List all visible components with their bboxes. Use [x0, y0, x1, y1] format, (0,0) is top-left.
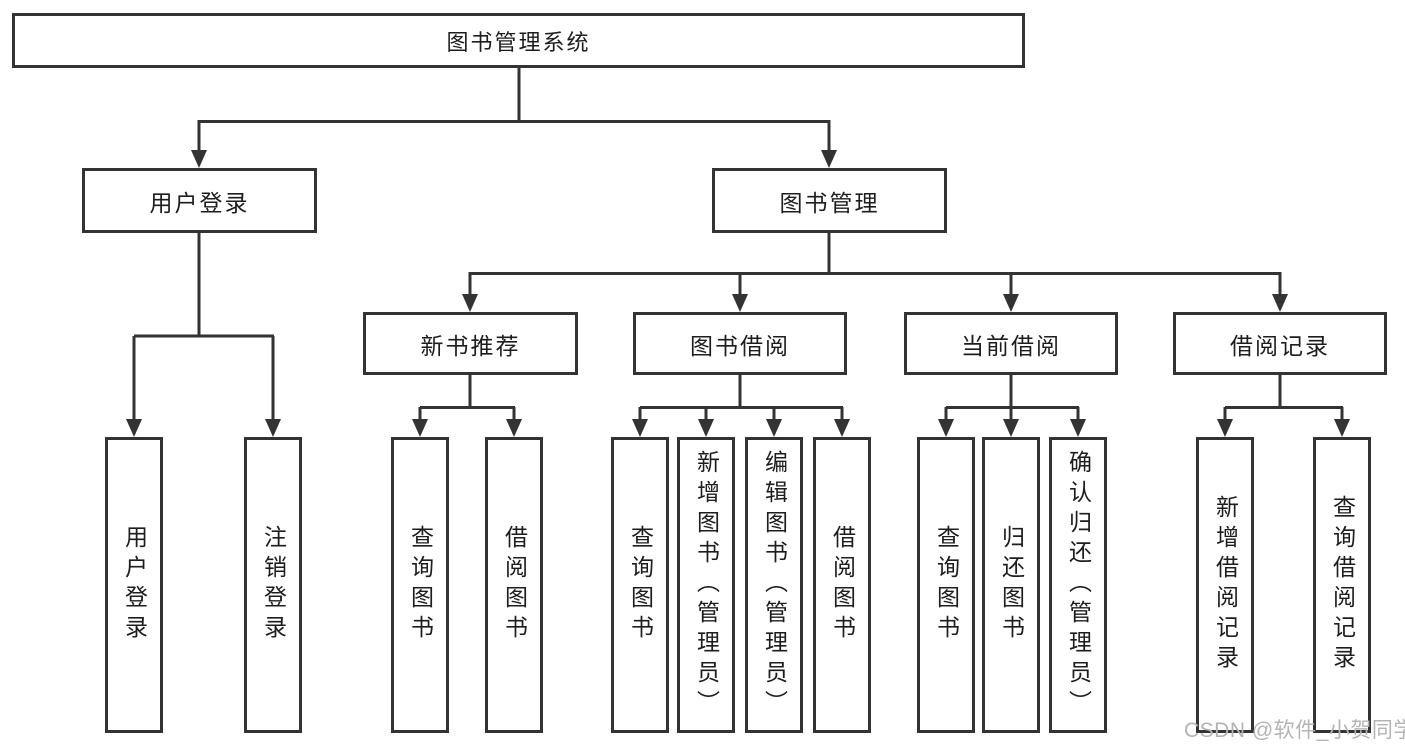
leaf-query-books-recommend: 查询图书 — [391, 437, 449, 733]
leaf-edit-books-admin-label: 编辑图书（管理员） — [761, 450, 788, 720]
leaf-add-borrow-record-label: 新增借阅记录 — [1212, 495, 1239, 675]
node-user-login: 用户登录 — [82, 168, 317, 233]
node-root-label: 图书管理系统 — [446, 29, 591, 55]
leaf-user-login-label: 用户登录 — [121, 525, 148, 645]
node-root: 图书管理系统 — [12, 13, 1025, 68]
leaf-query-books-recommend-label: 查询图书 — [407, 525, 434, 645]
leaf-borrow-books-recommend: 借阅图书 — [485, 437, 543, 733]
leaf-query-books-current: 查询图书 — [917, 437, 975, 733]
node-new-book-recommend-label: 新书推荐 — [420, 332, 521, 359]
node-book-management: 图书管理 — [712, 168, 947, 233]
leaf-return-books: 归还图书 — [982, 437, 1040, 733]
node-current-borrow: 当前借阅 — [904, 312, 1118, 375]
leaf-query-books-borrow: 查询图书 — [611, 437, 669, 733]
leaf-add-borrow-record: 新增借阅记录 — [1196, 437, 1254, 733]
leaf-confirm-return-admin: 确认归还（管理员） — [1049, 437, 1107, 733]
leaf-query-borrow-record: 查询借阅记录 — [1313, 437, 1371, 733]
node-current-borrow-label: 当前借阅 — [961, 332, 1061, 359]
leaf-borrow-books-label: 借阅图书 — [829, 525, 856, 645]
leaf-confirm-return-admin-label: 确认归还（管理员） — [1065, 450, 1092, 720]
leaf-borrow-books-recommend-label: 借阅图书 — [501, 525, 528, 645]
node-book-borrow: 图书借阅 — [633, 312, 847, 375]
csdn-watermark: CSDN @软件_小贺同学 — [1184, 719, 1405, 742]
node-new-book-recommend: 新书推荐 — [363, 312, 578, 375]
leaf-query-books-current-label: 查询图书 — [933, 525, 960, 645]
node-borrow-records: 借阅记录 — [1173, 312, 1387, 375]
node-user-login-label: 用户登录 — [149, 189, 250, 216]
leaf-query-borrow-record-label: 查询借阅记录 — [1329, 495, 1356, 675]
leaf-borrow-books: 借阅图书 — [813, 437, 871, 733]
leaf-add-books-admin: 新增图书（管理员） — [677, 437, 735, 733]
leaf-edit-books-admin: 编辑图书（管理员） — [745, 437, 803, 733]
leaf-query-books-borrow-label: 查询图书 — [627, 525, 654, 645]
leaf-logout-label: 注销登录 — [260, 525, 287, 645]
leaf-return-books-label: 归还图书 — [998, 525, 1025, 645]
node-borrow-records-label: 借阅记录 — [1230, 332, 1330, 359]
leaf-user-login: 用户登录 — [105, 437, 163, 733]
leaf-add-books-admin-label: 新增图书（管理员） — [693, 450, 720, 720]
leaf-logout: 注销登录 — [244, 437, 302, 733]
node-book-management-label: 图书管理 — [779, 189, 880, 216]
node-book-borrow-label: 图书借阅 — [690, 332, 790, 359]
